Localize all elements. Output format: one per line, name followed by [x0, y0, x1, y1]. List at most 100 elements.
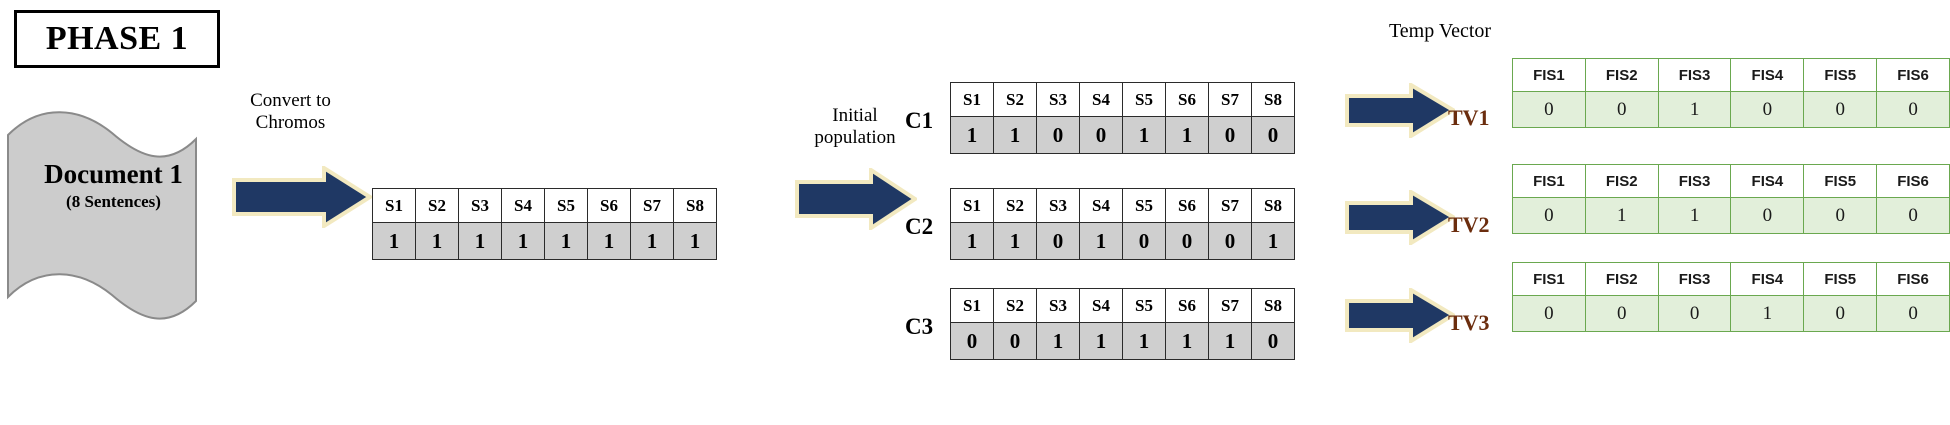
value-cell: 0: [993, 322, 1037, 360]
value-cell: 1: [1122, 116, 1166, 154]
table-row: 1 1 1 1 1 1 1 1: [372, 222, 717, 260]
table-row: 1 1 0 0 1 1 0 0: [950, 116, 1295, 154]
header-cell: FIS3: [1657, 262, 1732, 296]
header-cell: S4: [1079, 188, 1123, 223]
header-cell: FIS2: [1584, 58, 1659, 92]
header-cell: S1: [950, 188, 994, 223]
tv3-arrow: [1345, 288, 1455, 343]
value-cell: 1: [587, 222, 631, 260]
table-row: S1 S2 S3 S4 S5 S6 S7 S8: [372, 188, 717, 223]
header-cell: S5: [1122, 188, 1166, 223]
header-cell: FIS4: [1730, 262, 1805, 296]
header-cell: FIS1: [1512, 262, 1586, 296]
table-row: 0 1 1 0 0 0: [1512, 197, 1950, 234]
initial-caption-line2: population: [814, 126, 896, 148]
header-cell: S4: [1079, 288, 1123, 323]
table-row: S1 S2 S3 S4 S5 S6 S7 S8: [950, 188, 1295, 223]
header-cell: S8: [1251, 82, 1295, 117]
chromosome-label-c1: C1: [905, 108, 934, 133]
value-cell: 1: [993, 222, 1037, 260]
chromosome-table-c1: S1 S2 S3 S4 S5 S6 S7 S8 1 1 0 0 1 1 0 0: [950, 82, 1295, 154]
temp-vector-label-tv1: TV1: [1448, 105, 1490, 130]
value-cell: 1: [1036, 322, 1080, 360]
value-cell: 1: [1584, 197, 1659, 234]
fis-table-tv1: FIS1 FIS2 FIS3 FIS4 FIS5 FIS6 0 0 1 0 0 …: [1512, 58, 1950, 128]
chromosome-label-c2: C2: [905, 214, 934, 239]
header-cell: S3: [1036, 82, 1080, 117]
value-cell: 1: [1657, 91, 1732, 128]
fis-table-tv3: FIS1 FIS2 FIS3 FIS4 FIS5 FIS6 0 0 0 1 0 …: [1512, 262, 1950, 332]
value-cell: 1: [1122, 322, 1166, 360]
value-cell: 0: [1876, 295, 1950, 332]
value-cell: 1: [630, 222, 674, 260]
header-cell: FIS6: [1876, 58, 1950, 92]
header-cell: S6: [587, 188, 631, 223]
header-cell: S2: [993, 82, 1037, 117]
header-cell: S2: [415, 188, 459, 223]
initial-chromosome-table: S1 S2 S3 S4 S5 S6 S7 S8 1 1 1 1 1 1 1 1: [372, 188, 717, 260]
value-cell: 0: [1122, 222, 1166, 260]
header-cell: FIS3: [1657, 164, 1732, 198]
tv1-arrow: [1345, 83, 1455, 138]
initial-caption-line1: Initial: [832, 105, 878, 126]
header-cell: FIS1: [1512, 164, 1586, 198]
temp-vector-label-tv2: TV2: [1448, 212, 1490, 237]
value-cell: 1: [950, 116, 994, 154]
header-cell: S8: [1251, 188, 1295, 223]
header-cell: S3: [1036, 188, 1080, 223]
document-shape: [0, 105, 235, 335]
value-cell: 1: [372, 222, 416, 260]
header-cell: S1: [950, 288, 994, 323]
fis-table-tv2: FIS1 FIS2 FIS3 FIS4 FIS5 FIS6 0 1 1 0 0 …: [1512, 164, 1950, 234]
header-cell: S6: [1165, 188, 1209, 223]
header-cell: S4: [501, 188, 545, 223]
value-cell: 0: [1730, 91, 1805, 128]
value-cell: 0: [1512, 91, 1586, 128]
value-cell: 0: [1584, 295, 1659, 332]
header-cell: FIS5: [1803, 58, 1878, 92]
convert-caption-line1: Convert to: [250, 90, 331, 111]
header-cell: S7: [1208, 288, 1252, 323]
header-cell: FIS2: [1584, 262, 1659, 296]
table-row: FIS1 FIS2 FIS3 FIS4 FIS5 FIS6: [1512, 164, 1950, 198]
header-cell: S2: [993, 188, 1037, 223]
header-cell: S5: [1122, 288, 1166, 323]
table-row: S1 S2 S3 S4 S5 S6 S7 S8: [950, 82, 1295, 117]
initial-population-arrow: [795, 168, 917, 230]
value-cell: 0: [1803, 91, 1878, 128]
header-cell: S3: [1036, 288, 1080, 323]
value-cell: 0: [1208, 222, 1252, 260]
chromosome-table-c3: S1 S2 S3 S4 S5 S6 S7 S8 0 0 1 1 1 1 1 0: [950, 288, 1295, 360]
value-cell: 1: [501, 222, 545, 260]
phase-title-box: PHASE 1: [14, 10, 220, 68]
value-cell: 1: [1165, 116, 1209, 154]
value-cell: 0: [1876, 197, 1950, 234]
header-cell: FIS5: [1803, 262, 1878, 296]
value-cell: 1: [993, 116, 1037, 154]
header-cell: S7: [1208, 188, 1252, 223]
header-cell: S6: [1165, 288, 1209, 323]
header-cell: FIS1: [1512, 58, 1586, 92]
value-cell: 0: [950, 322, 994, 360]
tv2-arrow: [1345, 190, 1455, 245]
value-cell: 1: [1079, 322, 1123, 360]
header-cell: FIS3: [1657, 58, 1732, 92]
table-row: 0 0 1 1 1 1 1 0: [950, 322, 1295, 360]
header-cell: S3: [458, 188, 502, 223]
value-cell: 0: [1803, 295, 1878, 332]
value-cell: 1: [950, 222, 994, 260]
value-cell: 0: [1079, 116, 1123, 154]
table-row: S1 S2 S3 S4 S5 S6 S7 S8: [950, 288, 1295, 323]
value-cell: 0: [1251, 116, 1295, 154]
value-cell: 0: [1208, 116, 1252, 154]
convert-caption: Convert to Chromos: [228, 90, 353, 134]
table-row: 0 0 1 0 0 0: [1512, 91, 1950, 128]
phase-title-label: PHASE 1: [45, 20, 189, 57]
value-cell: 0: [1512, 295, 1586, 332]
header-cell: S1: [372, 188, 416, 223]
value-cell: 1: [458, 222, 502, 260]
header-cell: S5: [1122, 82, 1166, 117]
header-cell: FIS5: [1803, 164, 1878, 198]
header-cell: FIS4: [1730, 58, 1805, 92]
